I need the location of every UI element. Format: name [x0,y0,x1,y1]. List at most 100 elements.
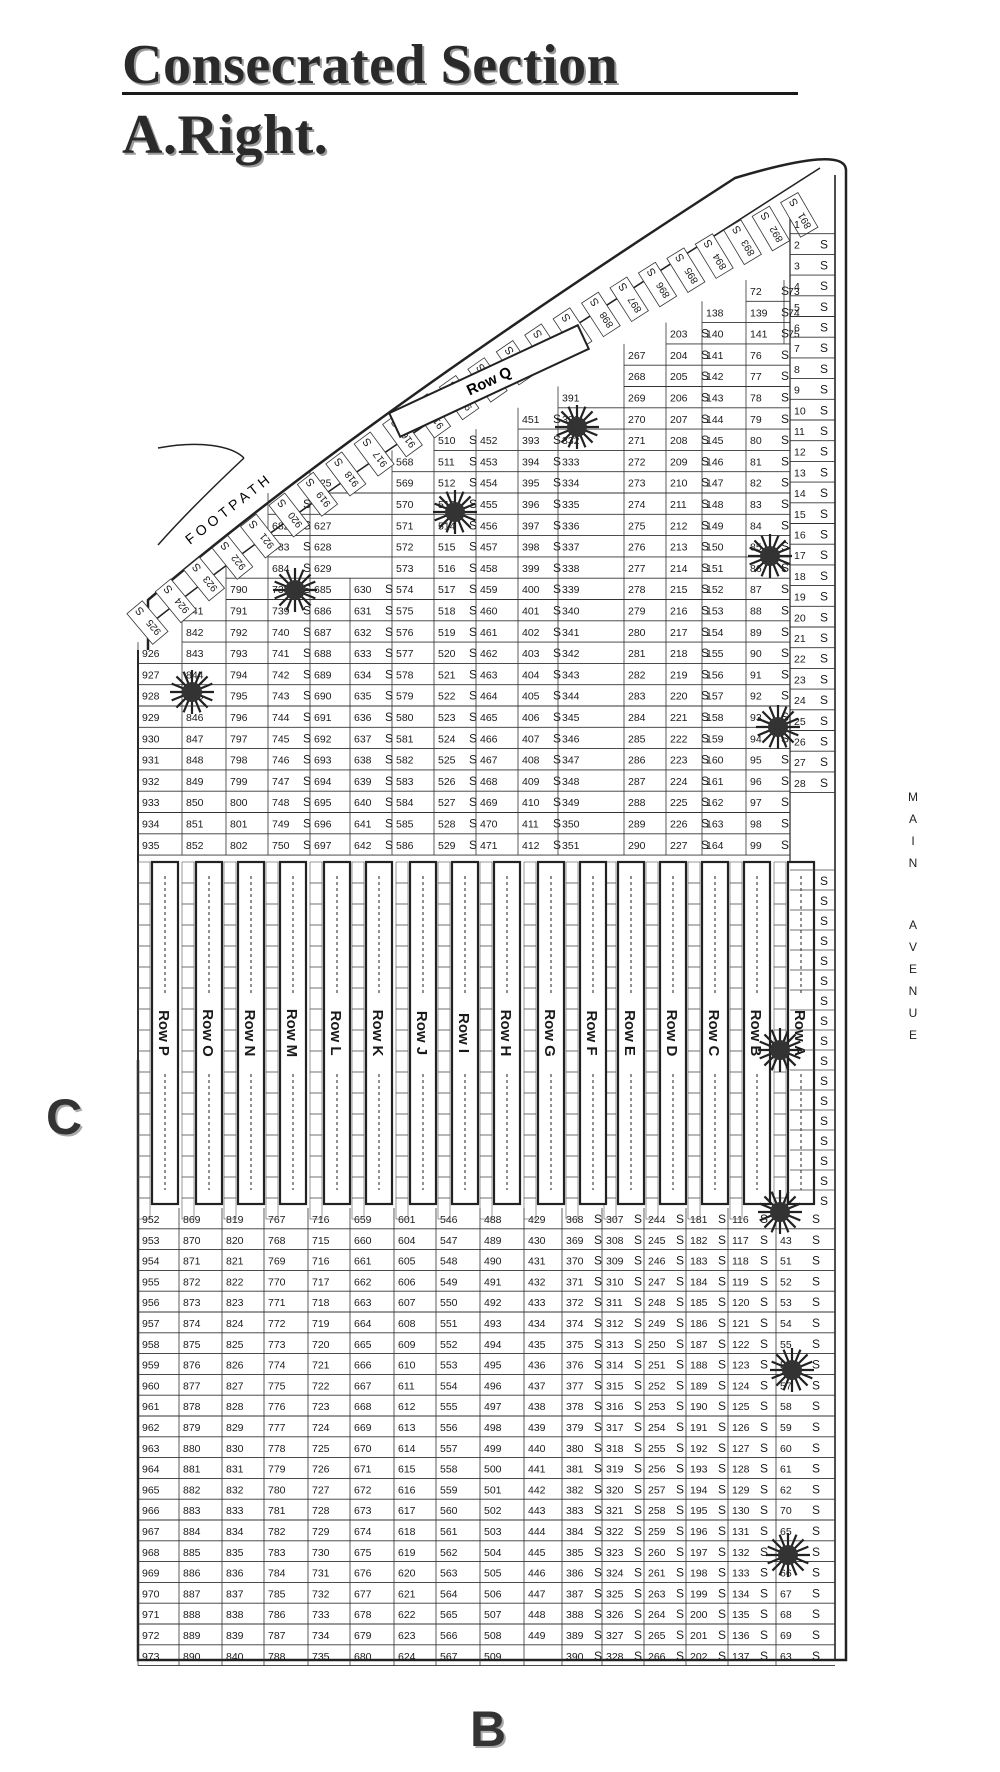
plot-number: 688 [314,648,332,660]
thin-plot-cell [645,924,659,947]
plot-number: 78 [750,393,762,405]
thin-plot-cell [265,1008,279,1031]
plot-number: 224 [670,776,688,788]
plot-number: 98 [750,819,762,831]
plot-number: 307 [606,1214,624,1226]
grave-marker: S [594,1524,602,1538]
plot-number: 16 [794,530,806,542]
thin-plot-cell [773,1008,787,1031]
thin-plot-cell [137,1008,151,1031]
grave-marker: S [553,667,561,681]
plot-number: 209 [670,456,688,468]
plot-number: 618 [398,1526,416,1538]
thin-plot-cell [223,861,237,884]
plot-number: 93 [750,712,762,724]
plot-number: 370 [566,1256,584,1268]
grave-marker: S [469,710,477,724]
grave-marker: S [303,774,311,788]
grave-marker: S [760,1649,768,1663]
plot-number: 129 [732,1484,750,1496]
thin-plot-cell [395,1197,409,1220]
thin-plot-cell [773,882,787,905]
plot-number: 27 [794,757,806,769]
plot-number: 193 [690,1464,708,1476]
plot-number: 830 [226,1443,244,1455]
thin-plot-cell [265,1176,279,1199]
main-avenue-letter: E [908,1028,917,1042]
grave-marker: S [760,1545,768,1559]
plot-number: 739 [272,606,290,618]
grave-marker: S [594,1295,602,1309]
thin-plot-cell [437,1197,451,1220]
plot-number: 489 [484,1235,502,1247]
plot-number: 883 [183,1505,201,1517]
thin-plot-cell [395,903,409,926]
thin-plot-cell [523,966,537,989]
thin-plot-cell [265,861,279,884]
grave-marker: S [718,1399,726,1413]
grave-marker: S [781,369,789,383]
plot-number: 556 [440,1422,458,1434]
thin-plot-cell [773,987,787,1010]
grave-marker: S [718,1378,726,1392]
plot-number: 6 [794,323,800,335]
main-avenue-letter: I [911,834,915,848]
plot-number: 829 [226,1422,244,1434]
plot-number: 549 [440,1276,458,1288]
plot-number: 769 [268,1256,286,1268]
plot-number: 395 [522,478,540,490]
plot-number: 378 [566,1401,584,1413]
plot-number: 677 [354,1588,372,1600]
plot-number: 268 [628,371,646,383]
plot-number: 659 [354,1214,372,1226]
plot-number: 778 [268,1443,286,1455]
plot-number: 394 [522,456,540,468]
diagonal-plot-cell [240,513,282,559]
plot-number: 823 [226,1297,244,1309]
plot-number: 271 [628,435,646,447]
plot-number: 622 [398,1609,416,1621]
diagonal-plot-cell [723,219,762,266]
grave-marker: S [701,369,709,383]
plot-number: 263 [648,1588,666,1600]
plot-number: 785 [268,1588,286,1600]
row-strip-label: Row C [705,1010,722,1057]
plot-number: 82 [750,478,762,490]
thin-plot-cell [351,1008,365,1031]
grave-marker: S [594,1254,602,1268]
plot-number: 62 [780,1484,792,1496]
grave-marker: S [469,540,477,554]
plot-number: 391 [562,393,580,405]
plot-number: 935 [142,840,160,852]
plot-number: 221 [670,712,688,724]
plot-number: 347 [562,755,580,767]
thin-plot-cell [223,1176,237,1199]
thin-plot-cell [309,903,323,926]
plot-number: 614 [398,1443,416,1455]
plot-number: 584 [396,797,414,809]
plot-number: 493 [484,1318,502,1330]
grave-marker: S [676,1607,684,1621]
plot-number: 139 [750,307,768,319]
thin-plot-cell [181,924,195,947]
grave-marker: S [760,1378,768,1392]
thin-plot-cell [223,882,237,905]
thin-plot-cell [309,1155,323,1178]
plot-number: 432 [528,1276,546,1288]
diagonal-plot-cell [325,451,367,497]
grave-marker: S [469,689,477,703]
plot-number: 569 [396,478,414,490]
grave-marker: S [781,433,789,447]
plot-number: 508 [484,1630,502,1642]
plot-number: 932 [142,776,160,788]
thin-plot-cell [687,1176,701,1199]
plot-number: 667 [354,1380,372,1392]
plot-number: 969 [142,1568,160,1580]
grave-marker: S [781,391,789,405]
row-label-bg [328,993,346,1073]
plot-number: 631 [354,606,372,618]
plot-number: 524 [438,733,456,745]
thin-plot-cell [437,987,451,1010]
thin-plot-cell [565,1113,579,1136]
